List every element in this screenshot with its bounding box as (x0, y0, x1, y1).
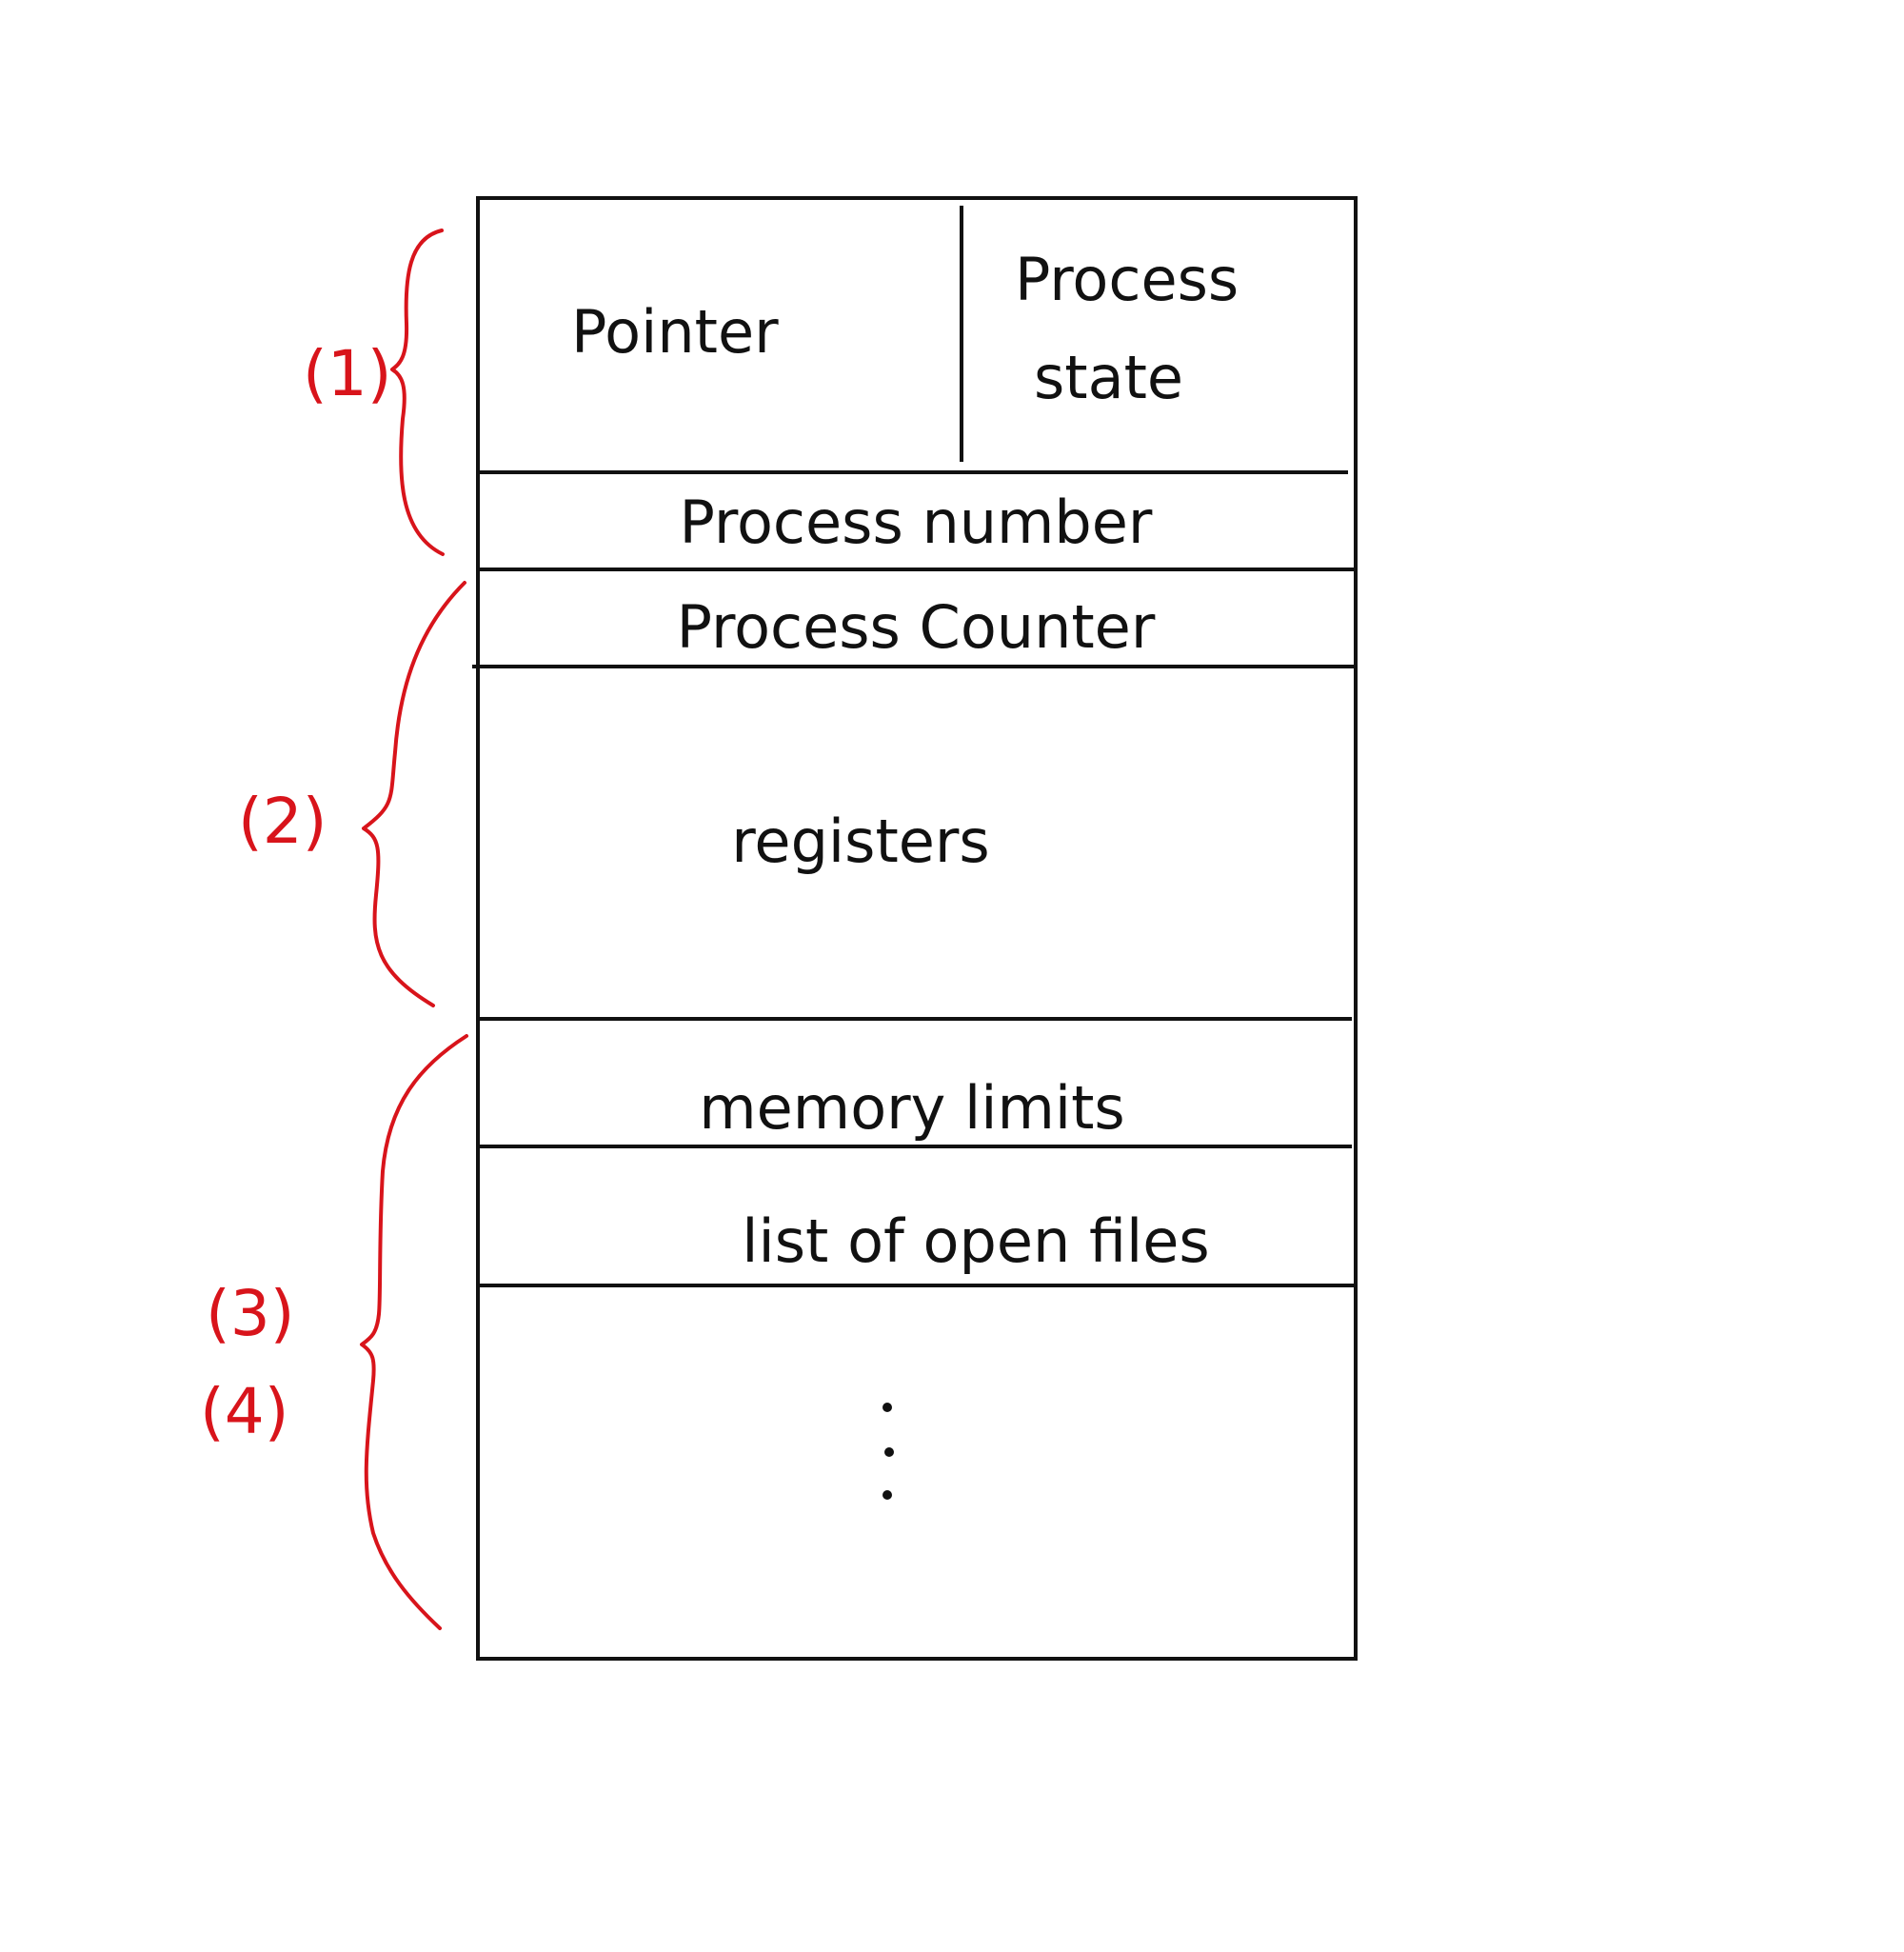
brace-group-3-4 (360, 1034, 468, 1630)
group-1-marker: (1) (303, 337, 392, 410)
group-3-marker: (3) (206, 1277, 295, 1350)
pcb-outer-box (476, 196, 1358, 1661)
open-files-label: list of open files (742, 1206, 1209, 1276)
group-2-marker: (2) (238, 785, 327, 858)
process-state-label-line1: Process (1015, 245, 1239, 314)
group-4-marker: (4) (200, 1375, 289, 1448)
process-number-label: Process number (680, 488, 1153, 557)
pointer-label: Pointer (571, 297, 779, 367)
process-counter-label: Process Counter (677, 592, 1156, 662)
brace-group-2 (362, 581, 466, 1007)
memory-limits-label: memory limits (699, 1073, 1124, 1143)
continuation-ellipsis (883, 1403, 894, 1500)
ellipsis-dot-2 (884, 1447, 894, 1457)
ellipsis-dot-1 (883, 1403, 892, 1412)
registers-label: registers (731, 807, 989, 876)
ellipsis-dot-3 (883, 1490, 892, 1500)
brace-group-1 (390, 229, 445, 556)
process-state-label-line2: state (1034, 343, 1183, 412)
